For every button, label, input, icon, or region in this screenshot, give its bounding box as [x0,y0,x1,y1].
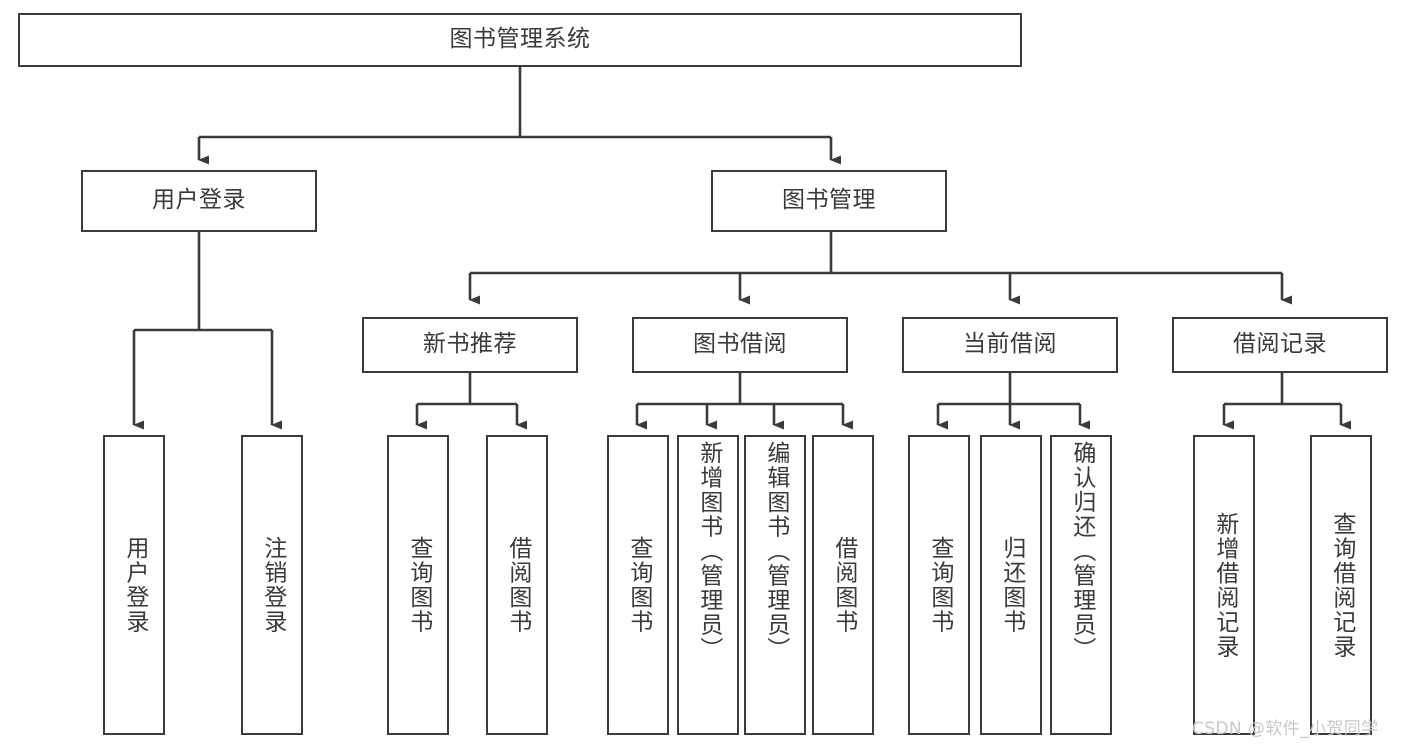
node-root-book-management-system[interactable]: 图书管理系统 [18,13,1022,67]
node-label: 借阅图书 [830,536,857,634]
node-label: 用户登录 [152,187,246,214]
node-label: 新增借阅记录 [1211,511,1238,659]
node-label: 借阅图书 [504,536,531,634]
node-label: 编辑图书（管理员） [762,441,789,662]
node-leaf-query-record[interactable]: 查询借阅记录 [1310,435,1372,735]
node-book-borrow[interactable]: 图书借阅 [632,317,848,373]
node-new-book-recommend[interactable]: 新书推荐 [362,317,578,373]
node-leaf-borrow-book-2[interactable]: 借阅图书 [812,435,874,735]
node-label: 图书借阅 [693,331,787,358]
watermark-text: CSDN @软件_小贺同学 [1192,719,1379,739]
node-label: 借阅记录 [1233,331,1327,358]
node-label: 新增图书（管理员） [695,441,722,662]
node-leaf-user-login[interactable]: 用户登录 [103,435,165,735]
node-leaf-borrow-book-1[interactable]: 借阅图书 [486,435,548,735]
node-leaf-add-record[interactable]: 新增借阅记录 [1193,435,1255,735]
node-leaf-user-logout[interactable]: 注销登录 [241,435,303,735]
node-label: 确认归还（管理员） [1068,441,1095,662]
node-label: 查询图书 [625,536,652,634]
node-label: 注销登录 [259,536,286,634]
node-label: 图书管理 [782,187,876,214]
node-leaf-add-book[interactable]: 新增图书（管理员） [677,435,739,735]
node-label: 查询图书 [405,536,432,634]
node-label: 用户登录 [121,536,148,634]
node-leaf-query-book-3[interactable]: 查询图书 [908,435,970,735]
node-label: 查询图书 [926,536,953,634]
node-label: 当前借阅 [963,331,1057,358]
node-leaf-return-book[interactable]: 归还图书 [980,435,1042,735]
node-leaf-query-book-2[interactable]: 查询图书 [607,435,669,735]
node-leaf-edit-book[interactable]: 编辑图书（管理员） [744,435,806,735]
node-book-management[interactable]: 图书管理 [711,170,947,232]
node-label: 新书推荐 [423,331,517,358]
node-leaf-confirm-return[interactable]: 确认归还（管理员） [1050,435,1112,735]
node-leaf-query-book-1[interactable]: 查询图书 [387,435,449,735]
node-label: 查询借阅记录 [1328,511,1355,659]
node-user-login[interactable]: 用户登录 [81,170,317,232]
node-current-borrow[interactable]: 当前借阅 [902,317,1118,373]
node-borrow-record[interactable]: 借阅记录 [1172,317,1388,373]
node-label: 归还图书 [998,536,1025,634]
node-label: 图书管理系统 [449,26,591,53]
